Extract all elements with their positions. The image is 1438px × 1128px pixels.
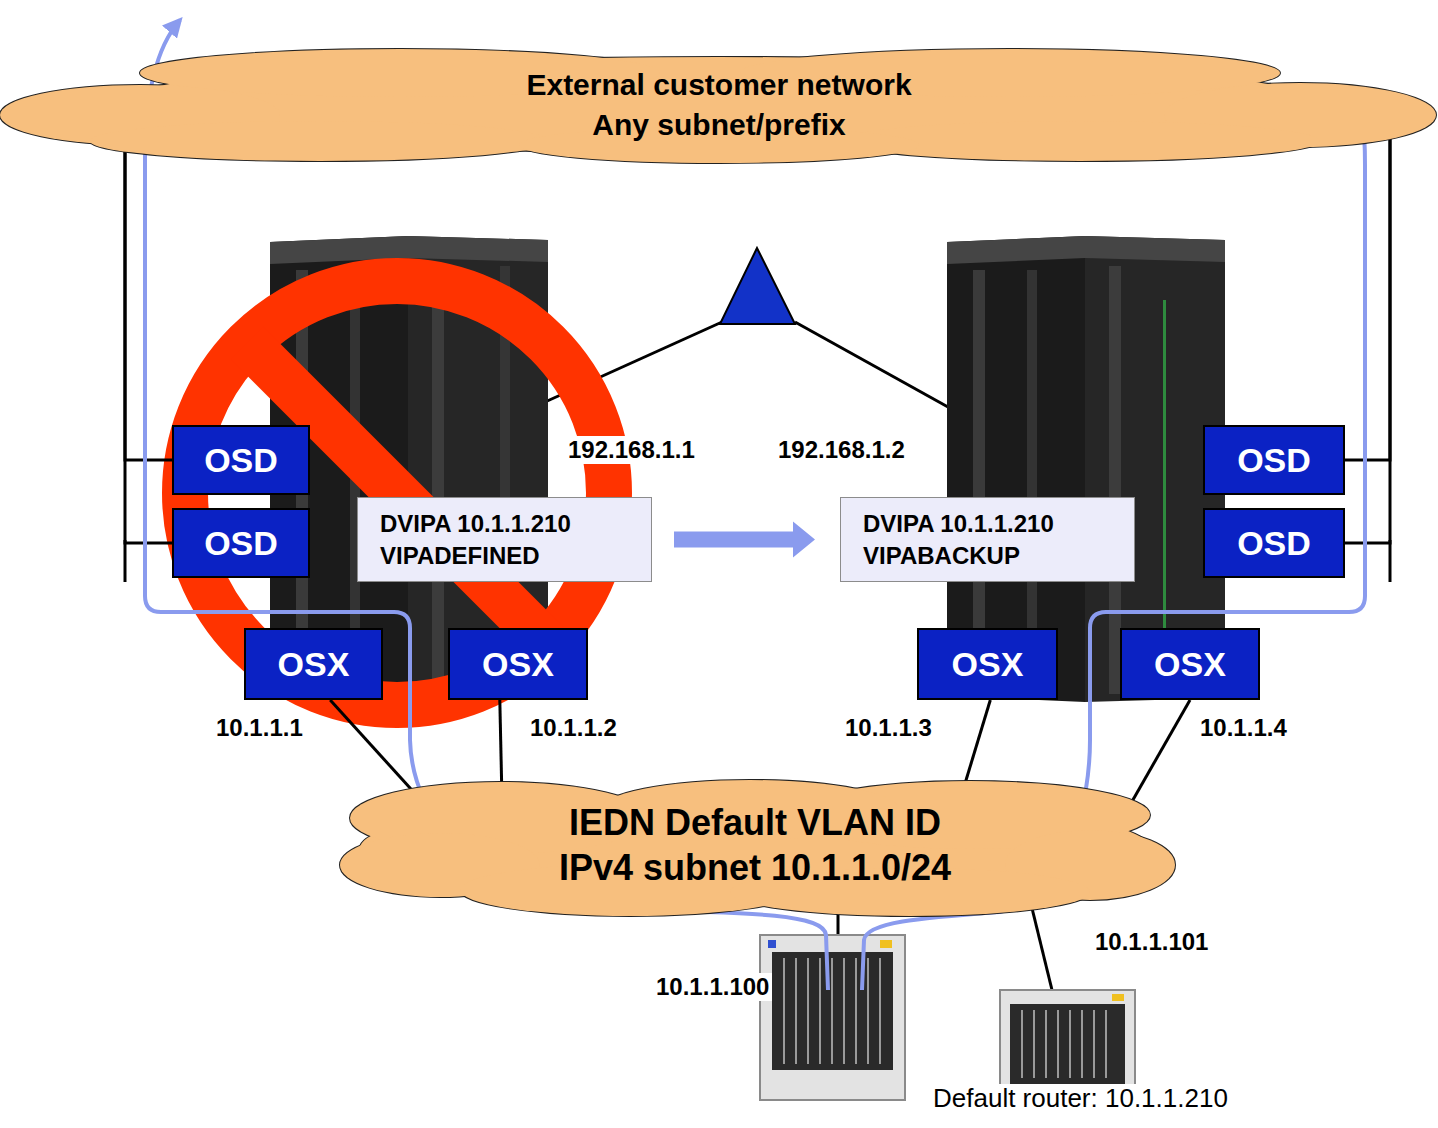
cloud-label: External customer network xyxy=(526,65,911,105)
network-link xyxy=(125,129,172,543)
blade-led xyxy=(1112,994,1124,1001)
osa-port-box: OSD xyxy=(172,425,310,495)
cloud-text-area: IEDN Default VLAN IDIPv4 subnet 10.1.1.0… xyxy=(330,770,1180,920)
cloud-text-area: External customer networkAny subnet/pref… xyxy=(0,45,1438,165)
network-cloud: IEDN Default VLAN IDIPv4 subnet 10.1.1.0… xyxy=(330,770,1180,920)
router-note: Default router: 10.1.1.210 xyxy=(930,1084,1231,1114)
cloud-shape xyxy=(0,45,1438,165)
osa-port-box: OSD xyxy=(1203,508,1345,578)
blade-front xyxy=(772,952,893,1070)
blade-chassis xyxy=(760,935,905,1100)
osa-port-box: OSX xyxy=(917,628,1058,700)
osa-port-box: OSX xyxy=(448,628,588,700)
ip-address-label: 10.1.1.100 xyxy=(653,973,772,1001)
ip-address-label: 192.168.1.2 xyxy=(775,436,908,464)
osa-port-box: OSD xyxy=(1203,425,1345,495)
port-label: OSD xyxy=(1237,524,1311,563)
port-label: OSD xyxy=(204,441,278,480)
network-link xyxy=(1345,129,1390,543)
blade-server xyxy=(760,935,905,1100)
cloud-label: IPv4 subnet 10.1.1.0/24 xyxy=(559,845,951,890)
server-link xyxy=(1030,900,1052,990)
mainframe-stripe xyxy=(1163,300,1166,680)
ip-address-label: 10.1.1.2 xyxy=(527,714,620,742)
dvipa-label: DVIPA 10.1.1.210 VIPADEFINED xyxy=(380,508,629,572)
ip-address-label: 10.1.1.3 xyxy=(842,714,935,742)
dvipa-box: DVIPA 10.1.1.210 VIPABACKUP xyxy=(840,497,1135,582)
port-label: OSD xyxy=(204,524,278,563)
mainframe-top xyxy=(947,236,1225,264)
osa-port-box: OSD xyxy=(172,508,310,578)
ip-address-label: 10.1.1.4 xyxy=(1197,714,1290,742)
ip-address-label: 10.1.1.1 xyxy=(213,714,306,742)
blade-slots xyxy=(784,958,880,1064)
mainframe-panel xyxy=(1027,270,1037,690)
blade-led xyxy=(768,940,776,948)
cloud-shape xyxy=(330,770,1180,920)
mainframe-panel xyxy=(973,270,985,690)
ip-address-label: 10.1.1.101 xyxy=(1092,928,1211,956)
dvipa-label: DVIPA 10.1.1.210 VIPABACKUP xyxy=(863,508,1112,572)
blade-slots xyxy=(1022,1010,1106,1078)
coupling-triangle xyxy=(720,248,795,324)
network-cloud: External customer networkAny subnet/pref… xyxy=(0,45,1438,165)
network-bar xyxy=(124,540,127,582)
mainframe-panel xyxy=(432,266,444,694)
cloud-label: Any subnet/prefix xyxy=(592,105,845,145)
port-label: OSX xyxy=(952,645,1024,684)
port-label: OSD xyxy=(1237,441,1311,480)
cloud-label: IEDN Default VLAN ID xyxy=(569,800,941,845)
network-link xyxy=(125,129,172,460)
port-label: OSX xyxy=(482,645,554,684)
port-label: OSX xyxy=(1154,645,1226,684)
osa-port-box: OSX xyxy=(244,628,383,700)
ip-address-label: 192.168.1.1 xyxy=(565,436,698,464)
osa-port-box: OSX xyxy=(1120,628,1260,700)
takeover-arrow xyxy=(674,522,815,558)
network-bar xyxy=(1389,540,1392,582)
blade-front xyxy=(1010,1004,1125,1084)
dvipa-box: DVIPA 10.1.1.210 VIPADEFINED xyxy=(357,497,652,582)
blade-led xyxy=(880,940,892,948)
port-label: OSX xyxy=(278,645,350,684)
network-link xyxy=(1345,129,1390,460)
